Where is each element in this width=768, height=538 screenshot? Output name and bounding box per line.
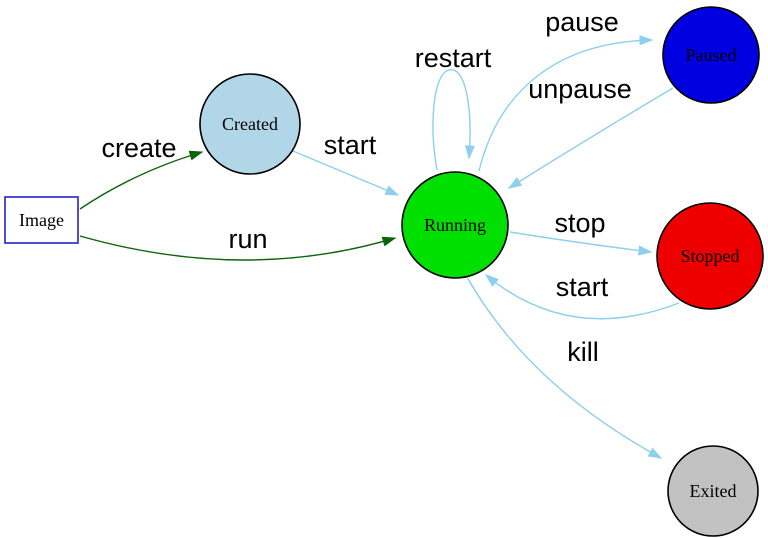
node-created-label: Created — [222, 114, 278, 134]
edge-start-from-stopped — [484, 274, 680, 320]
node-running-label: Running — [424, 215, 486, 235]
node-created: Created — [199, 73, 301, 175]
edge-pause — [478, 35, 654, 172]
node-running-shape — [401, 171, 509, 279]
edge-label-stop: stop — [554, 208, 605, 238]
edge-run — [79, 235, 397, 261]
edge-kill — [466, 276, 663, 459]
node-paused: Paused — [662, 6, 760, 104]
edge-unpause — [507, 87, 674, 189]
edge-label-start-from-created: start — [324, 130, 377, 160]
edge-label-run: run — [228, 224, 267, 254]
edge-label-unpause: unpause — [528, 74, 632, 104]
node-image: Image — [4, 196, 79, 244]
node-exited-shape — [667, 445, 759, 537]
node-created-shape — [199, 73, 301, 175]
edge-labels-layer: create run start restart pause unpause s… — [101, 7, 631, 367]
node-running: Running — [401, 171, 509, 279]
node-stopped: Stopped — [656, 202, 764, 310]
node-image-shape — [4, 196, 79, 244]
nodes-layer: Image Created Running Paused Stopped Exi — [4, 6, 764, 537]
edge-start-from-created — [292, 150, 400, 196]
edge-label-create: create — [101, 133, 176, 163]
edge-create — [79, 150, 204, 210]
node-exited: Exited — [667, 445, 759, 537]
node-paused-shape — [662, 6, 760, 104]
edges-layer — [79, 35, 680, 459]
edge-label-start-from-stopped: start — [556, 272, 609, 302]
edge-label-pause: pause — [545, 7, 619, 37]
node-exited-label: Exited — [690, 481, 737, 501]
node-stopped-shape — [656, 202, 764, 310]
edge-stop — [509, 231, 653, 256]
node-paused-label: Paused — [686, 45, 737, 65]
edge-label-restart: restart — [415, 43, 492, 73]
node-image-label: Image — [19, 210, 64, 230]
node-stopped-label: Stopped — [680, 246, 739, 266]
edge-label-kill: kill — [567, 337, 599, 367]
edge-restart-self-loop — [432, 69, 475, 171]
